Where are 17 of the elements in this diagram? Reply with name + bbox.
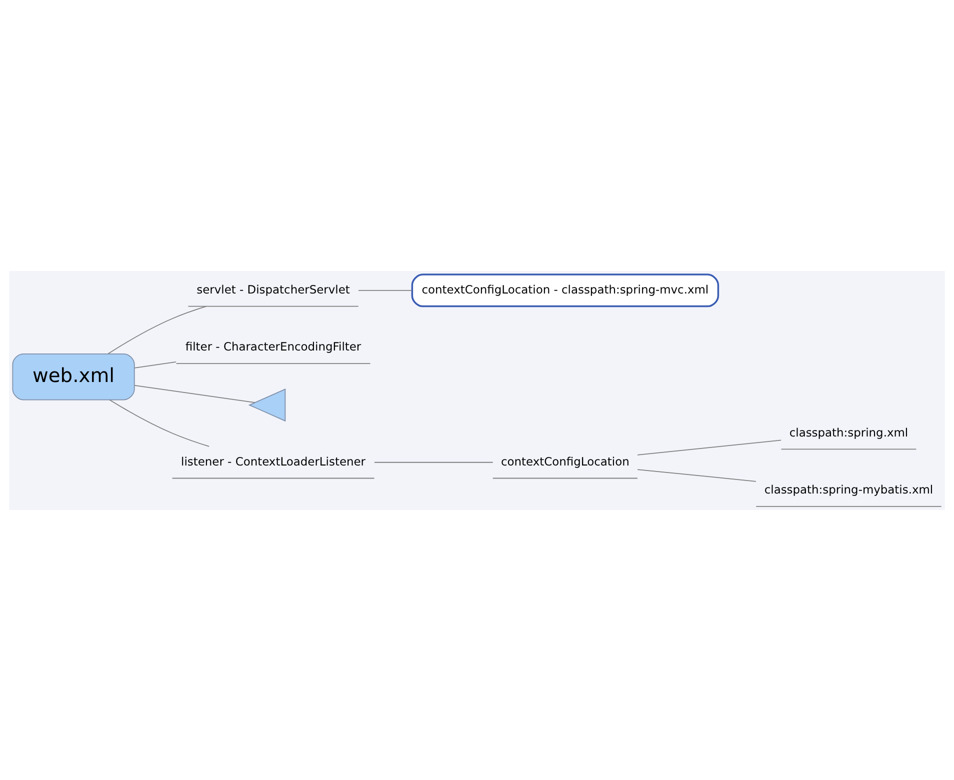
node-text: contextConfigLocation [501, 454, 630, 468]
node-triangle [248, 388, 286, 422]
connector [637, 468, 756, 482]
connector [374, 461, 494, 462]
connector [109, 398, 210, 446]
connector [134, 384, 256, 402]
connector [134, 360, 176, 368]
node-text: filter - CharacterEncodingFilter [185, 339, 362, 354]
node-text: listener - ContextLoaderListener [181, 454, 366, 468]
connector [637, 439, 782, 455]
connector [358, 289, 412, 290]
node-box: web.xml [12, 352, 135, 400]
node-text: servlet - DispatcherServlet [196, 282, 350, 296]
node-text: classpath:spring-mybatis.xml [764, 482, 934, 496]
node-text: classpath:spring.xml [789, 424, 908, 439]
node-box: contextConfigLocation - classpath:spring-mvc.xml [411, 273, 720, 307]
connector [108, 305, 207, 354]
